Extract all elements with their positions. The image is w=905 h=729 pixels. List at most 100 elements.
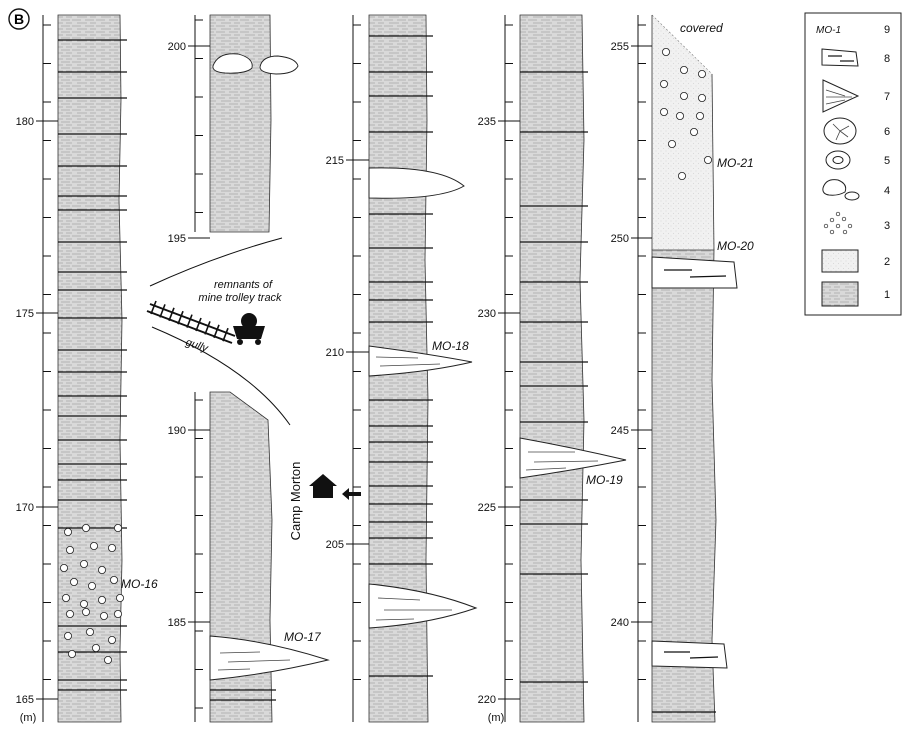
mine-cart-icon — [233, 313, 265, 345]
pebble-icon — [98, 566, 105, 573]
legend-number: 4 — [884, 185, 890, 197]
covered-label: covered — [680, 21, 723, 35]
pebble-icon — [88, 582, 95, 589]
column-4: 235 230 225 220 (m) MO-19 — [478, 15, 626, 724]
pebble-icon — [80, 600, 87, 607]
tick-label: 225 — [478, 502, 496, 514]
legend-number: 7 — [884, 91, 890, 103]
pebble-icon — [68, 650, 75, 657]
tick-label: 205 — [326, 539, 344, 551]
legend-number: 3 — [884, 220, 890, 232]
tick-label: 190 — [168, 425, 186, 437]
pebble-icon — [92, 644, 99, 651]
pebble-icon — [80, 560, 87, 567]
camp-morton-marker: Camp Morton — [288, 462, 361, 541]
pebble-icon — [98, 596, 105, 603]
pebble-icon — [104, 656, 111, 663]
pebble-icon — [116, 594, 123, 601]
sample-label: MO-19 — [586, 473, 623, 487]
column-2: 200 195 190 185 MO-17 — [168, 15, 328, 722]
pebble-icon — [64, 632, 71, 639]
cross-bedded-lens — [652, 257, 737, 288]
silt-column — [520, 15, 584, 722]
legend-number: 1 — [884, 289, 890, 301]
pebble-icon — [86, 628, 93, 635]
panel-label: B — [9, 9, 29, 29]
track-label-line1: remnants of — [214, 279, 273, 291]
tick-label: 220 — [478, 694, 496, 706]
track-label-line2: mine trolley track — [198, 292, 282, 304]
pebble-icon — [110, 576, 117, 583]
pebble-icon — [676, 112, 683, 119]
pebble-icon — [668, 140, 675, 147]
pebble-icon — [662, 48, 669, 55]
tick-label: 230 — [478, 308, 496, 320]
pebble-icon — [82, 524, 89, 531]
pebble-icon — [680, 92, 687, 99]
covered-interval — [652, 15, 714, 250]
tick-label: 200 — [168, 41, 186, 53]
pebble-icon — [660, 80, 667, 87]
tick-label: 240 — [611, 617, 629, 629]
legend-number: 6 — [884, 126, 890, 138]
legend-number: 5 — [884, 155, 890, 167]
sample-label: MO-17 — [284, 630, 322, 644]
column-5: 255 250 245 240 covered MO-21 MO-20 — [611, 15, 754, 722]
pebble-icon — [114, 524, 121, 531]
house-icon — [309, 474, 337, 498]
legend-symbol-boulder — [823, 180, 846, 196]
pebble-icon — [108, 544, 115, 551]
pebble-icon — [698, 94, 705, 101]
tick-label: 165 — [16, 694, 34, 706]
rail-tie — [214, 325, 219, 338]
tick-label: 170 — [16, 502, 34, 514]
cross-bedded-lens — [652, 641, 727, 668]
sandstone-lens — [369, 168, 464, 198]
legend-symbol-silt — [822, 282, 858, 306]
pebble-icon — [690, 128, 697, 135]
camp-morton-label: Camp Morton — [288, 462, 303, 541]
legend-number: 2 — [884, 256, 890, 268]
unit-label: (m) — [20, 712, 37, 724]
sample-label: MO-20 — [717, 239, 754, 253]
tick-label: 185 — [168, 617, 186, 629]
pebble-icon — [678, 172, 685, 179]
legend-number: 9 — [884, 24, 890, 36]
pebble-icon — [704, 156, 711, 163]
rail-tie — [187, 315, 192, 328]
rail-tie — [178, 311, 183, 324]
column-3: 215 210 205 MO-18 — [326, 15, 476, 722]
column-1: 180 175 170 165 (m) MO-16 — [16, 15, 158, 724]
sample-label: MO-16 — [121, 577, 158, 591]
sample-label: MO-18 — [432, 339, 469, 353]
legend-symbol-sand — [822, 250, 858, 272]
rail-tie — [169, 308, 174, 321]
tick-label: 215 — [326, 155, 344, 167]
legend-number: 8 — [884, 53, 890, 65]
sample-label: MO-21 — [717, 156, 754, 170]
pebble-icon — [66, 546, 73, 553]
unit-label: (m) — [488, 712, 505, 724]
legend-sample-symbol: MO-1 — [816, 25, 841, 36]
pebble-icon — [60, 564, 67, 571]
pebble-icon — [64, 528, 71, 535]
pebble-icon — [696, 112, 703, 119]
pebble-icon — [90, 542, 97, 549]
gully-label: gully — [184, 336, 211, 355]
rail-tie — [151, 301, 156, 314]
tick-label: 250 — [611, 233, 629, 245]
pebble-icon — [82, 608, 89, 615]
legend: MO-1 — [805, 13, 901, 315]
tick-label: 245 — [611, 425, 629, 437]
tick-label: 175 — [16, 308, 34, 320]
boulder-icon — [260, 56, 298, 74]
pebble-icon — [108, 636, 115, 643]
pebble-icon — [680, 66, 687, 73]
pebble-icon — [660, 108, 667, 115]
pebble-icon — [66, 610, 73, 617]
tick-label: 235 — [478, 116, 496, 128]
legend-symbol-lens — [822, 49, 858, 66]
pebble-icon — [114, 610, 121, 617]
pebble-icon — [70, 578, 77, 585]
